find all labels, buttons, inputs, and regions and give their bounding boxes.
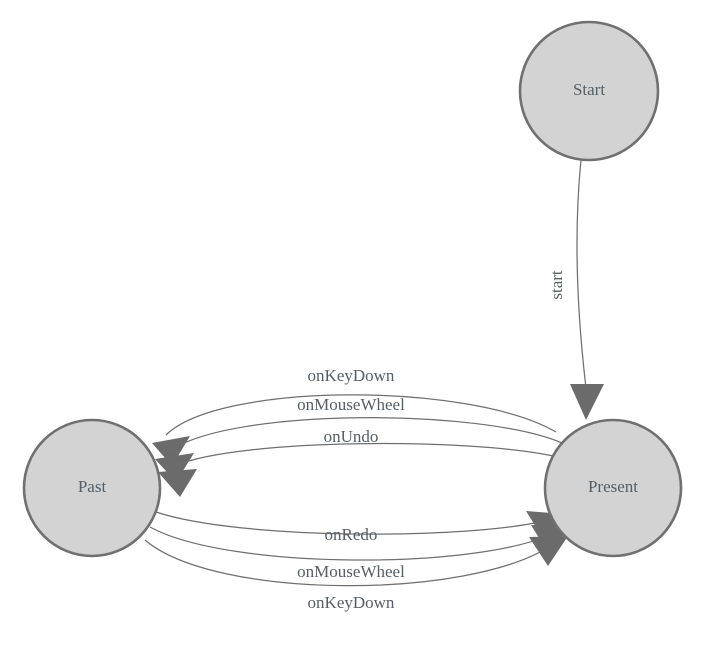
edge-label-present-to-past-onmousewheel: onMouseWheel <box>297 395 405 414</box>
edge-label-start: start <box>547 270 566 300</box>
node-start-label: Start <box>573 80 605 99</box>
node-present[interactable]: Present <box>543 418 683 558</box>
node-start[interactable]: Start <box>518 20 660 162</box>
node-start-circle <box>518 20 660 162</box>
edge-past-to-present-onredo-path <box>155 511 549 535</box>
edge-present-to-past-onkeydown-path <box>165 394 557 436</box>
arrowhead-past-to-present-onkeydown <box>529 536 568 566</box>
edge-start-to-present-path <box>576 159 587 389</box>
edge-label-past-to-present-onkeydown: onKeyDown <box>308 593 395 612</box>
edge-past-to-present-onkeydown-path <box>144 539 553 587</box>
edge-present-to-past-onundo-path <box>173 442 554 467</box>
edge-start-to-present[interactable]: start <box>547 159 604 420</box>
arrowhead-present-to-past-onmousewheel <box>155 453 194 482</box>
node-past[interactable]: Past <box>22 418 162 558</box>
edge-label-present-to-past-onkeydown: onKeyDown <box>308 366 395 385</box>
edge-label-present-to-past-onundo: onUndo <box>324 427 379 446</box>
edge-past-to-present-onmousewheel-path <box>149 526 555 561</box>
node-present-label: Present <box>588 477 638 496</box>
edge-present-to-past-onmousewheel-path <box>169 417 563 452</box>
edge-past-to-present-onkeydown[interactable]: onKeyDown <box>144 536 568 612</box>
arrowhead-present-to-past-onundo <box>158 469 197 497</box>
node-past-circle <box>22 418 162 558</box>
edge-present-to-past-onundo[interactable]: onUndo <box>158 427 554 497</box>
node-present-circle <box>543 418 683 558</box>
edge-present-to-past-onmousewheel[interactable]: onMouseWheel <box>155 395 563 482</box>
edge-past-to-present-onredo[interactable]: onRedo <box>155 511 564 544</box>
arrowhead-start-to-present <box>570 384 604 420</box>
edge-label-past-to-present-onmousewheel: onMouseWheel <box>297 562 405 581</box>
node-past-label: Past <box>78 477 107 496</box>
edge-label-past-to-present-onredo: onRedo <box>325 525 378 544</box>
edge-present-to-past-onkeydown[interactable]: onKeyDown <box>152 366 557 466</box>
